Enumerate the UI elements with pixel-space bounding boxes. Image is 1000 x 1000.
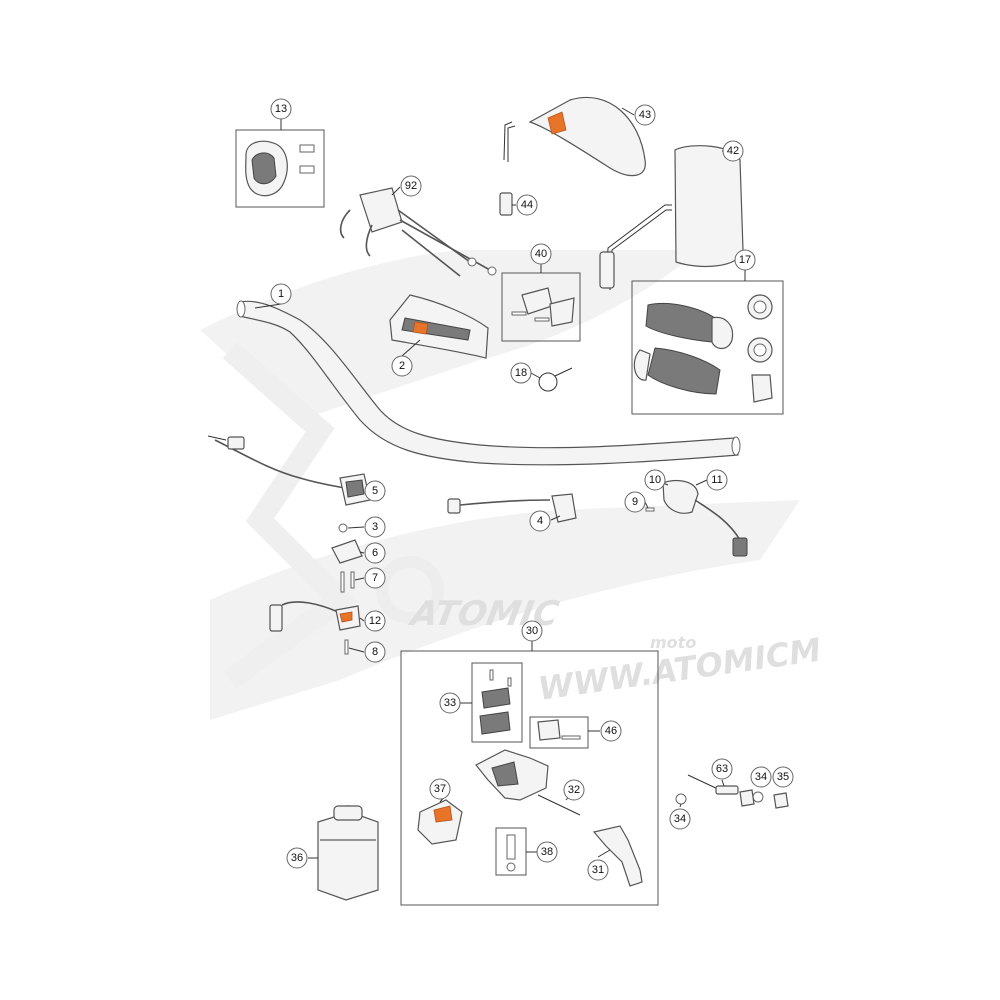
part-3-nut <box>338 523 348 533</box>
callout-42-label: 42 <box>727 145 739 157</box>
part-10-throttle-housing <box>662 479 699 514</box>
callout-46: 46 <box>600 720 622 742</box>
callout-44-label: 44 <box>521 199 533 211</box>
callout-1-label: 1 <box>278 288 284 300</box>
callout-42: 42 <box>722 140 744 162</box>
callout-35: 35 <box>772 766 794 788</box>
callout-6-label: 6 <box>372 547 378 559</box>
callout-9-label: 9 <box>632 496 638 508</box>
callout-10-label: 10 <box>649 474 661 486</box>
callout-35-label: 35 <box>777 771 789 783</box>
part-11-throttle-sensor <box>694 499 748 557</box>
callout-8-label: 8 <box>372 646 378 658</box>
part-5-left-switch <box>207 435 371 506</box>
part-40-bar-clamp-set <box>501 272 581 342</box>
callout-38-label: 38 <box>541 846 553 858</box>
part-7-screws <box>340 571 355 593</box>
callout-18: 18 <box>510 362 532 384</box>
part-1-handlebar <box>236 300 741 466</box>
callout-34-left: 34 <box>669 808 691 830</box>
callout-5: 5 <box>364 480 386 502</box>
callout-43: 43 <box>634 104 656 126</box>
part-6-clamp-plate <box>331 539 363 564</box>
callout-18-label: 18 <box>515 367 527 379</box>
callout-13-label: 13 <box>275 103 287 115</box>
callout-6: 6 <box>364 542 386 564</box>
part-4-clutch-switch <box>447 493 577 523</box>
part-36-hydraulic-fluid-bottle <box>317 805 379 901</box>
callout-17-label: 17 <box>739 254 751 266</box>
part-34-washer-left <box>675 793 687 805</box>
part-9-screw <box>645 507 655 512</box>
part-44-mirror-adapter <box>499 192 513 216</box>
callout-11-label: 11 <box>711 474 722 486</box>
callout-38: 38 <box>536 841 558 863</box>
callout-3-label: 3 <box>372 521 378 533</box>
part-18-cable-tie <box>538 367 573 392</box>
callout-30: 30 <box>521 620 543 642</box>
part-2-handlebar-pad <box>389 294 489 359</box>
part-35-fitting <box>739 789 789 809</box>
callout-7-label: 7 <box>372 572 378 584</box>
callout-30-label: 30 <box>526 625 538 637</box>
part-63-banjo-bolt <box>687 774 739 795</box>
callout-40-label: 40 <box>535 248 547 260</box>
part-13-switch-housing <box>235 129 325 208</box>
callout-46-label: 46 <box>605 725 617 737</box>
callout-11: 11 <box>706 469 728 491</box>
part-43-mirror-round <box>503 96 646 177</box>
callout-34-right: 34 <box>750 766 772 788</box>
part-12-switch <box>269 601 361 632</box>
callout-31: 31 <box>587 859 609 881</box>
callout-1: 1 <box>270 283 292 305</box>
callout-40: 40 <box>530 243 552 265</box>
callout-17: 17 <box>734 249 756 271</box>
callout-13: 13 <box>270 98 292 120</box>
callout-92: 92 <box>400 175 422 197</box>
callout-36-label: 36 <box>291 852 303 864</box>
callout-34-left-label: 34 <box>674 813 686 825</box>
callout-44: 44 <box>516 194 538 216</box>
callout-63: 63 <box>711 758 733 780</box>
callout-3: 3 <box>364 516 386 538</box>
callouts: 13 92 43 42 44 40 17 1 2 18 5 3 6 7 12 8… <box>270 98 794 881</box>
callout-43-label: 43 <box>639 109 651 121</box>
callout-8: 8 <box>364 641 386 663</box>
callout-2-label: 2 <box>399 360 405 372</box>
callout-7: 7 <box>364 567 386 589</box>
callout-32-label: 32 <box>568 784 580 796</box>
part-8-screw <box>344 639 349 655</box>
callout-63-label: 63 <box>716 763 728 775</box>
callout-32: 32 <box>563 779 585 801</box>
part-42-mirror-rectangular <box>599 145 744 291</box>
callout-4: 4 <box>529 510 551 532</box>
callout-2: 2 <box>391 355 413 377</box>
callout-12: 12 <box>364 610 386 632</box>
callout-33: 33 <box>439 692 461 714</box>
callout-10: 10 <box>644 469 666 491</box>
part-30-clutch-master-cylinder <box>400 650 659 906</box>
callout-9: 9 <box>624 491 646 513</box>
watermark-brand-suffix: moto <box>650 633 696 652</box>
callout-12-label: 12 <box>369 615 381 627</box>
callout-37-label: 37 <box>434 783 446 795</box>
part-17-grip-set <box>631 280 784 415</box>
part-34-washer-right <box>752 791 764 803</box>
callout-36: 36 <box>286 847 308 869</box>
part-92-throttle-cables <box>339 187 497 277</box>
callout-33-label: 33 <box>444 697 456 709</box>
callout-37: 37 <box>429 778 451 800</box>
callout-31-label: 31 <box>592 864 604 876</box>
callout-34-right-label: 34 <box>755 771 767 783</box>
callout-4-label: 4 <box>537 515 543 527</box>
callout-5-label: 5 <box>372 485 378 497</box>
callout-92-label: 92 <box>405 180 417 192</box>
